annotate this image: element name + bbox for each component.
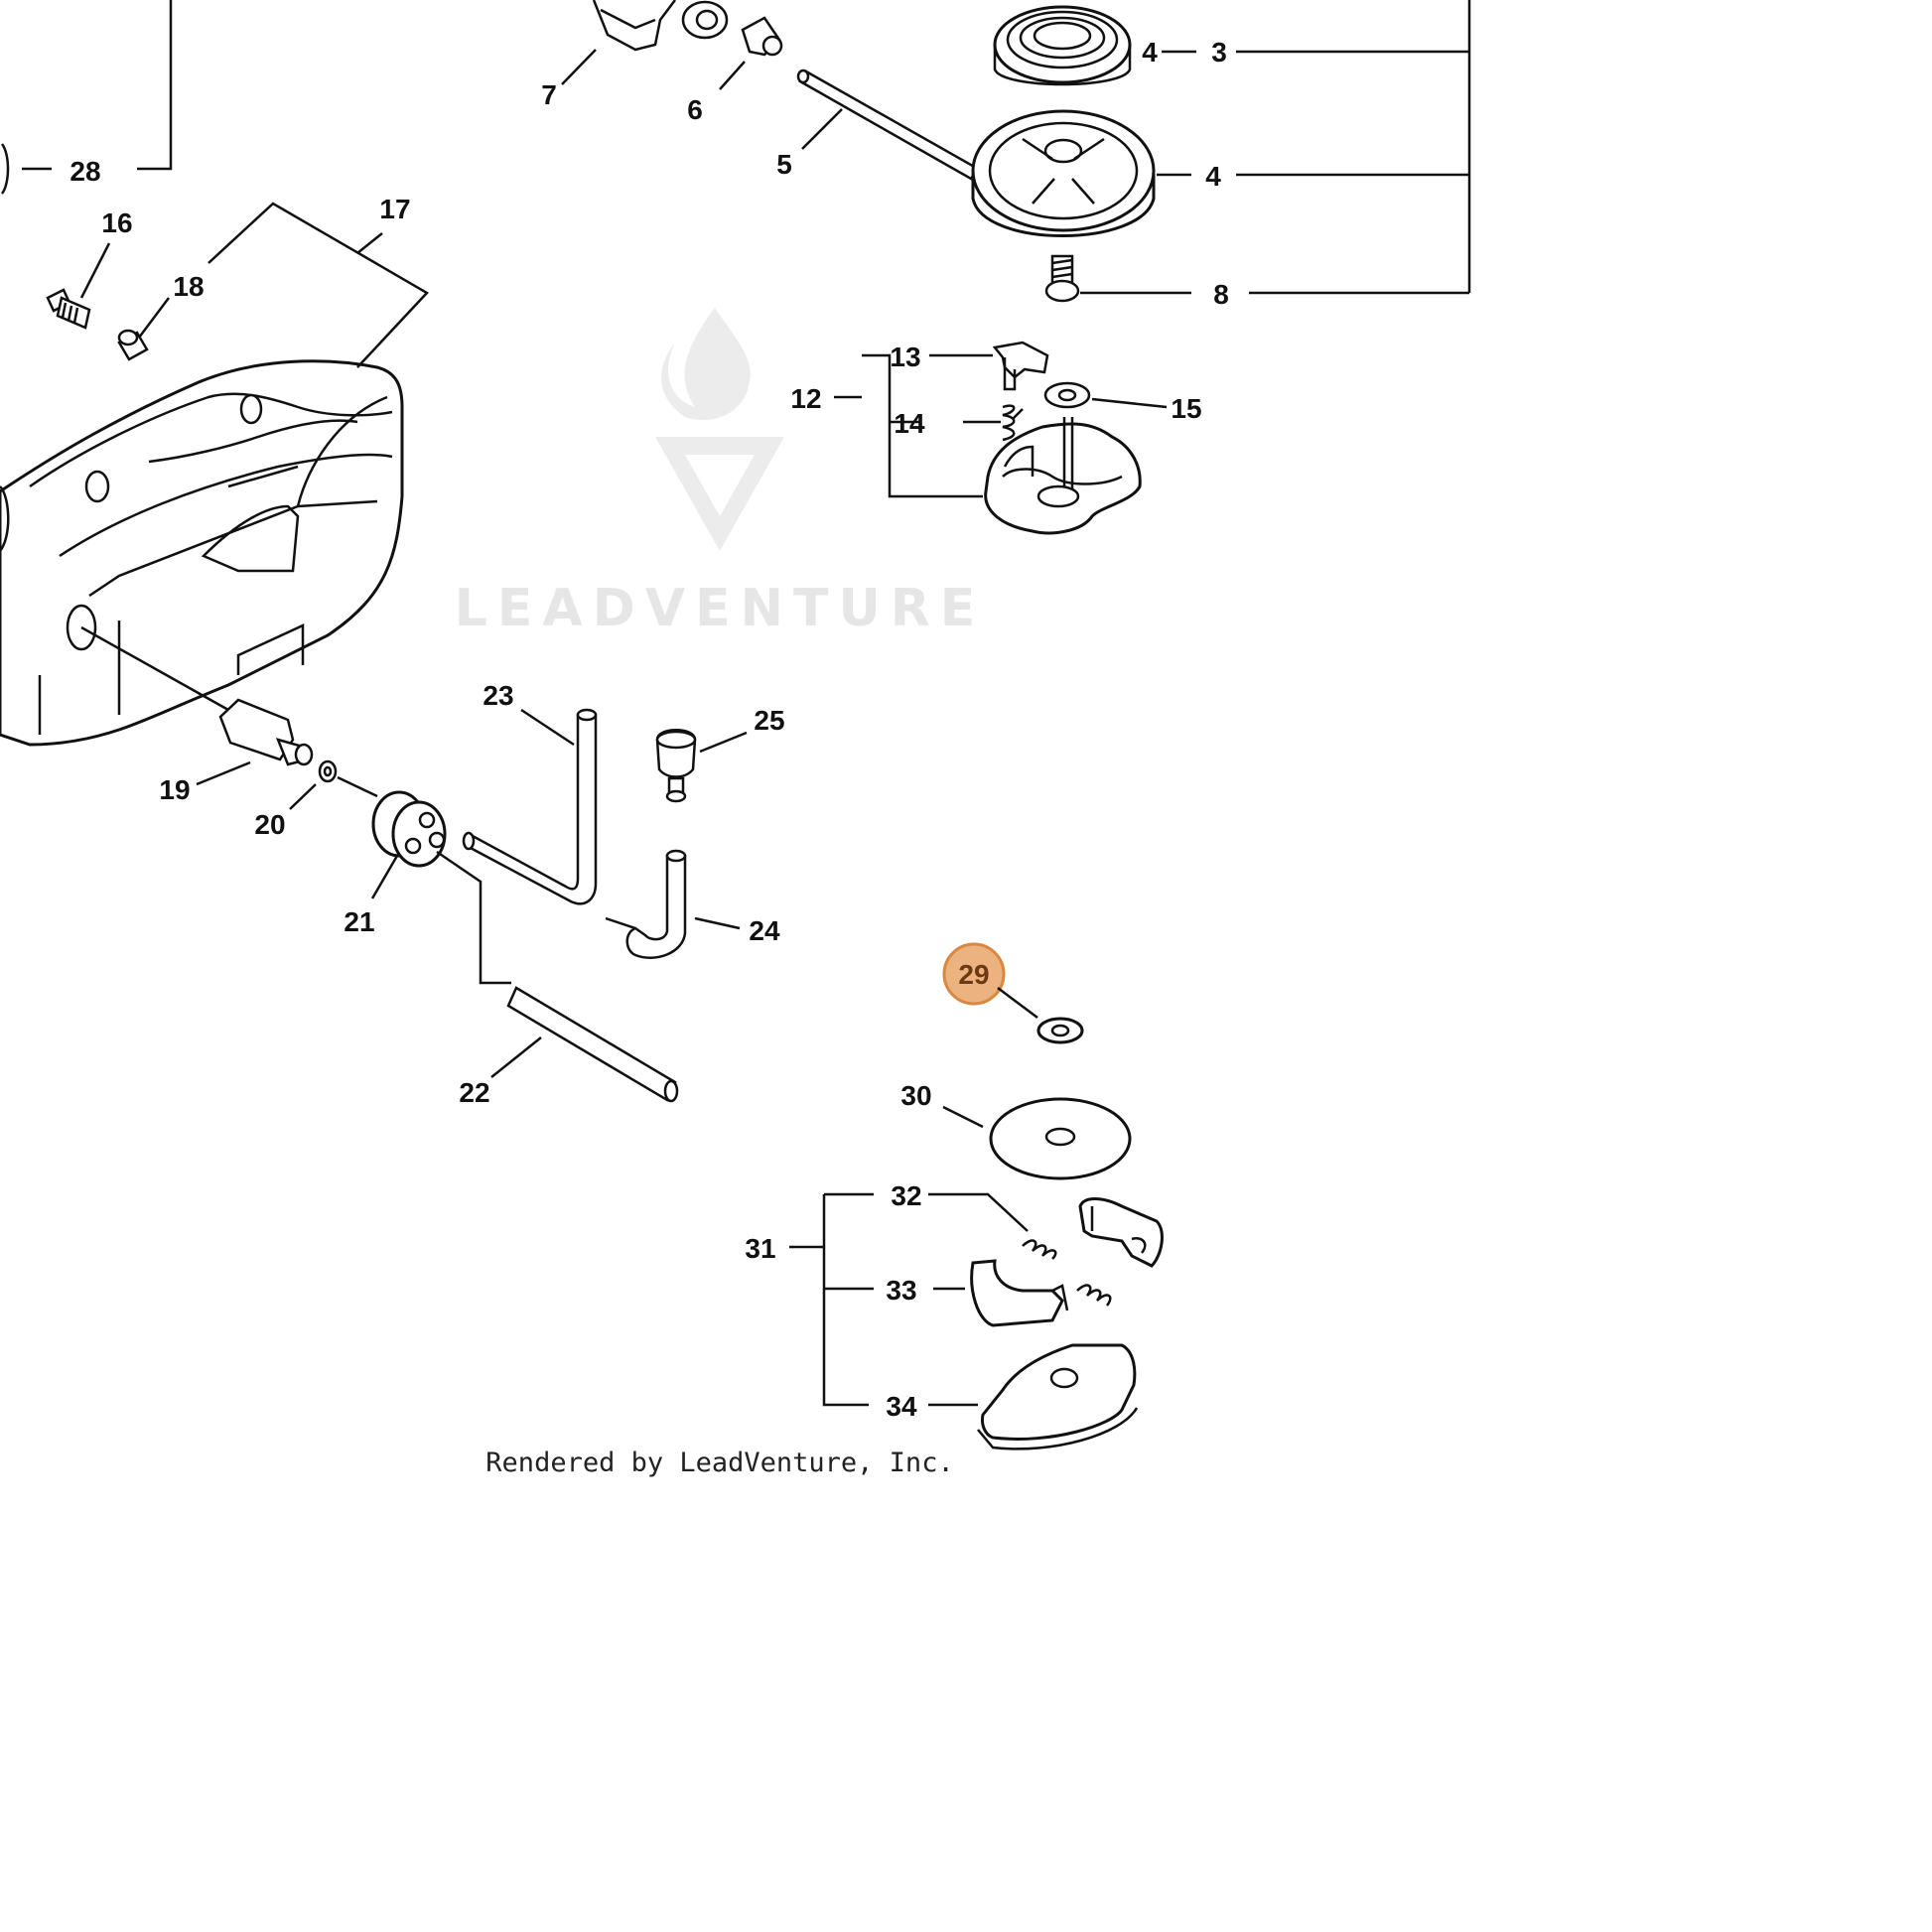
watermark-v-icon <box>655 437 784 551</box>
callout-21[interactable]: 21 <box>344 906 374 937</box>
callout-group-31: 31 32 33 34 <box>745 1180 1164 1450</box>
callout-29[interactable]: 29 <box>958 959 989 990</box>
callout-15[interactable]: 15 <box>1171 393 1201 424</box>
callout-18[interactable]: 18 <box>173 271 204 302</box>
callout-20[interactable]: 20 <box>254 809 285 840</box>
leadventure-watermark: LEADVENTURE <box>455 308 986 638</box>
callout-29-highlight[interactable] <box>942 942 1006 1006</box>
callout-8[interactable]: 8 <box>1213 279 1229 310</box>
callout-7[interactable]: 7 <box>541 79 557 110</box>
callout-5[interactable]: 5 <box>776 149 792 180</box>
callout-24[interactable]: 24 <box>749 915 780 946</box>
part-18-pin: 18 <box>117 271 205 361</box>
part-19-fitting: 19 <box>80 625 314 805</box>
callout-3[interactable]: 3 <box>1211 37 1227 68</box>
callout-6[interactable]: 6 <box>687 94 703 125</box>
part-6-plug: 6 <box>681 0 783 125</box>
part-3-spring: 4 3 <box>993 5 1227 86</box>
callout-16[interactable]: 16 <box>101 207 132 238</box>
part-29-washer: 29 <box>942 942 1084 1044</box>
part-4-pulley: 4 <box>971 109 1221 237</box>
callout-30[interactable]: 30 <box>900 1080 931 1111</box>
part-23-tube: 23 <box>462 680 598 905</box>
svg-text:4: 4 <box>1142 37 1158 68</box>
callout-17[interactable]: 17 <box>379 194 410 224</box>
part-25-filter: 25 <box>655 705 785 803</box>
callout-32[interactable]: 32 <box>891 1180 921 1211</box>
part-20-oring: 20 <box>254 759 378 840</box>
callout-12[interactable]: 12 <box>790 383 821 414</box>
part-7-bracket: 7 <box>541 0 676 110</box>
callout-23[interactable]: 23 <box>483 680 513 711</box>
crankcase-housing <box>0 359 404 747</box>
part-30-plate: 30 <box>900 1080 1132 1180</box>
callout-33[interactable]: 33 <box>886 1275 916 1306</box>
callout-13[interactable]: 13 <box>890 342 920 372</box>
part-16-bolt: 16 <box>46 207 133 330</box>
watermark-flame-icon <box>661 308 751 421</box>
callout-34[interactable]: 34 <box>886 1391 917 1422</box>
callout-28[interactable]: 28 <box>69 156 100 187</box>
callout-25[interactable]: 25 <box>754 705 784 736</box>
part-24-elbow: 24 <box>605 849 780 960</box>
part-21-grommet: 21 <box>344 790 447 937</box>
part-5-rope: 5 <box>776 69 980 181</box>
callout-group-12: 12 13 14 15 <box>790 341 1202 535</box>
callout-14[interactable]: 14 <box>894 408 925 439</box>
callout-19[interactable]: 19 <box>159 774 190 805</box>
part-22-tube: 22 <box>436 850 679 1108</box>
callout-22[interactable]: 22 <box>459 1077 489 1108</box>
watermark-text: LEADVENTURE <box>455 579 986 638</box>
right-bracket-3-4-8 <box>1236 0 1471 295</box>
callout-31[interactable]: 31 <box>745 1233 775 1264</box>
callout-4[interactable]: 4 <box>1205 161 1221 192</box>
callout-group-17: 17 <box>207 194 429 368</box>
render-credit: Rendered by LeadVenture, Inc. <box>485 1448 953 1478</box>
part-8-screw: 8 <box>1044 254 1229 310</box>
callout-group-28: 28 <box>0 0 173 195</box>
